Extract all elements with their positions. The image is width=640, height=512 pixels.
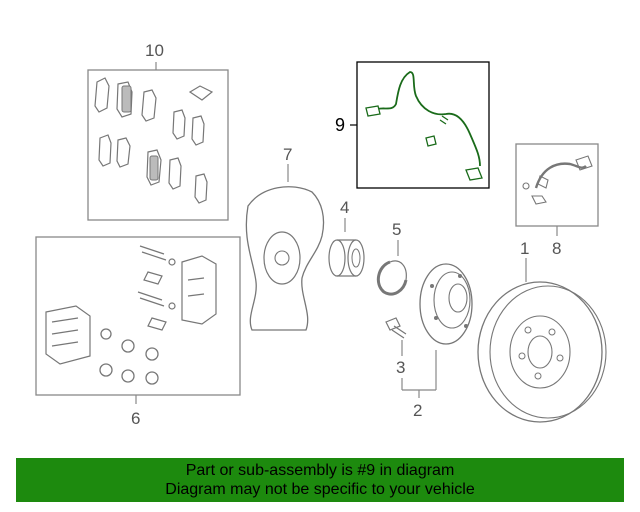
- info-banner: Part or sub-assembly is #9 in diagram Di…: [16, 458, 624, 502]
- caliper-box: [35, 236, 241, 396]
- caliper-group: 6: [35, 236, 241, 428]
- callout-1: 1: [520, 239, 529, 258]
- callout-7: 7: [283, 145, 292, 164]
- banner-line-2: Diagram may not be specific to your vehi…: [165, 481, 475, 498]
- callout-2: 2: [413, 401, 422, 420]
- pad-set-box: [87, 69, 229, 221]
- callout-4: 4: [340, 198, 349, 217]
- splash-shield: 7: [245, 145, 325, 331]
- callout-10: 10: [145, 41, 164, 60]
- hub-and-bolt: 3 2: [385, 263, 473, 420]
- callout-3: 3: [396, 358, 405, 377]
- brake-disc: 1: [477, 239, 607, 423]
- snap-ring: 5: [376, 220, 408, 296]
- banner-line-1: Part or sub-assembly is #9 in diagram: [185, 462, 455, 479]
- callout-9: 9: [335, 115, 345, 135]
- callout-6: 6: [131, 409, 140, 428]
- callout-8: 8: [552, 239, 561, 258]
- callout-5: 5: [392, 220, 401, 239]
- abs-sensor-wire-group: 9: [335, 61, 490, 189]
- pad-set-group: 10: [87, 41, 229, 221]
- brake-hose-group: 8: [515, 143, 599, 258]
- bearing: 4: [328, 198, 365, 277]
